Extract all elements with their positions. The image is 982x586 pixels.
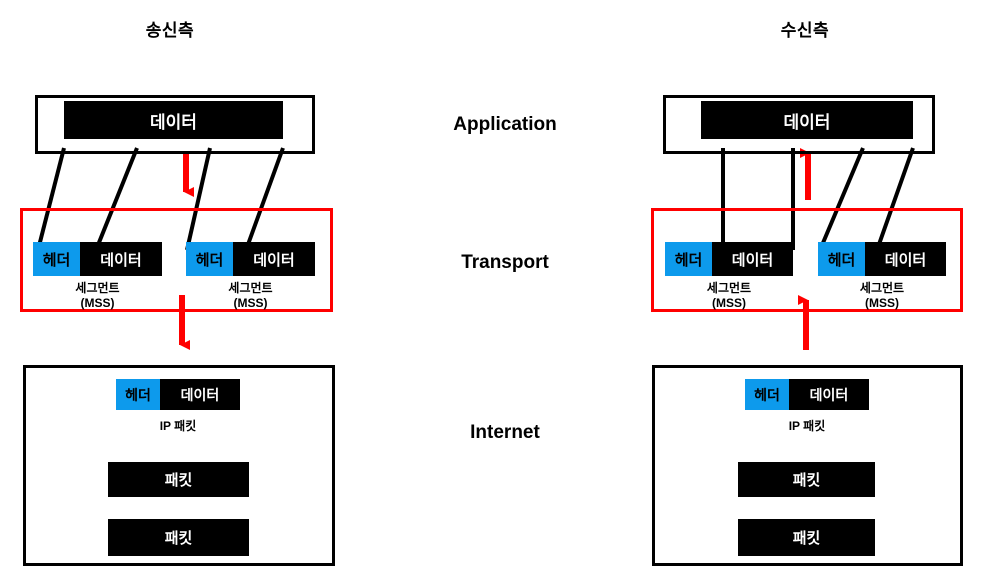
sender-internet-box [23,365,335,566]
receiver-ip-packet-header: 헤더 [745,379,789,410]
layer-label-internet: Internet [470,422,540,443]
receiver-segment-2-caption: 세그먼트 (MSS) [859,281,905,310]
receiver-transport-box [651,208,963,312]
sender-segment-2: 헤더 데이터 [186,242,315,276]
receiver-packet-2: 패킷 [738,519,875,556]
receiver-segment-2-header: 헤더 [818,242,865,276]
receiver-segment-2: 헤더 데이터 [818,242,946,276]
sender-application-box [35,95,315,154]
sender-segment-2-data: 데이터 [233,242,315,276]
receiver-segment-1: 헤더 데이터 [665,242,793,276]
receiver-segment-1-caption: 세그먼트 (MSS) [706,281,752,310]
sender-segment-1-data: 데이터 [80,242,162,276]
receiver-application-box [663,95,935,154]
sender-ip-packet: 헤더 데이터 [116,379,240,410]
receiver-title: 수신측 [780,21,830,40]
receiver-ip-packet-caption: IP 패킷 [788,419,826,433]
sender-transport-box [20,208,333,312]
sender-title: 송신측 [145,21,195,40]
sender-segment-1-caption: 세그먼트 (MSS) [75,281,120,310]
layer-label-application: Application [453,114,557,135]
receiver-segment-1-header: 헤더 [665,242,712,276]
receiver-segment-1-data: 데이터 [712,242,793,276]
sender-application-data-block: 데이터 [64,101,283,139]
receiver-ip-packet-data: 데이터 [789,379,869,410]
sender-packet-1: 패킷 [108,462,249,497]
sender-ip-packet-header: 헤더 [116,379,160,410]
receiver-packet-1: 패킷 [738,462,875,497]
sender-packet-2: 패킷 [108,519,249,556]
sender-segment-2-caption: 세그먼트 (MSS) [228,281,273,310]
receiver-segment-2-data: 데이터 [865,242,946,276]
sender-ip-packet-caption: IP 패킷 [159,419,197,433]
receiver-ip-packet: 헤더 데이터 [745,379,869,410]
receiver-application-data-block: 데이터 [701,101,913,139]
layer-label-transport: Transport [461,252,549,273]
sender-ip-packet-data: 데이터 [160,379,240,410]
receiver-internet-box [652,365,963,566]
sender-segment-1: 헤더 데이터 [33,242,162,276]
sender-segment-2-header: 헤더 [186,242,233,276]
sender-segment-1-header: 헤더 [33,242,80,276]
